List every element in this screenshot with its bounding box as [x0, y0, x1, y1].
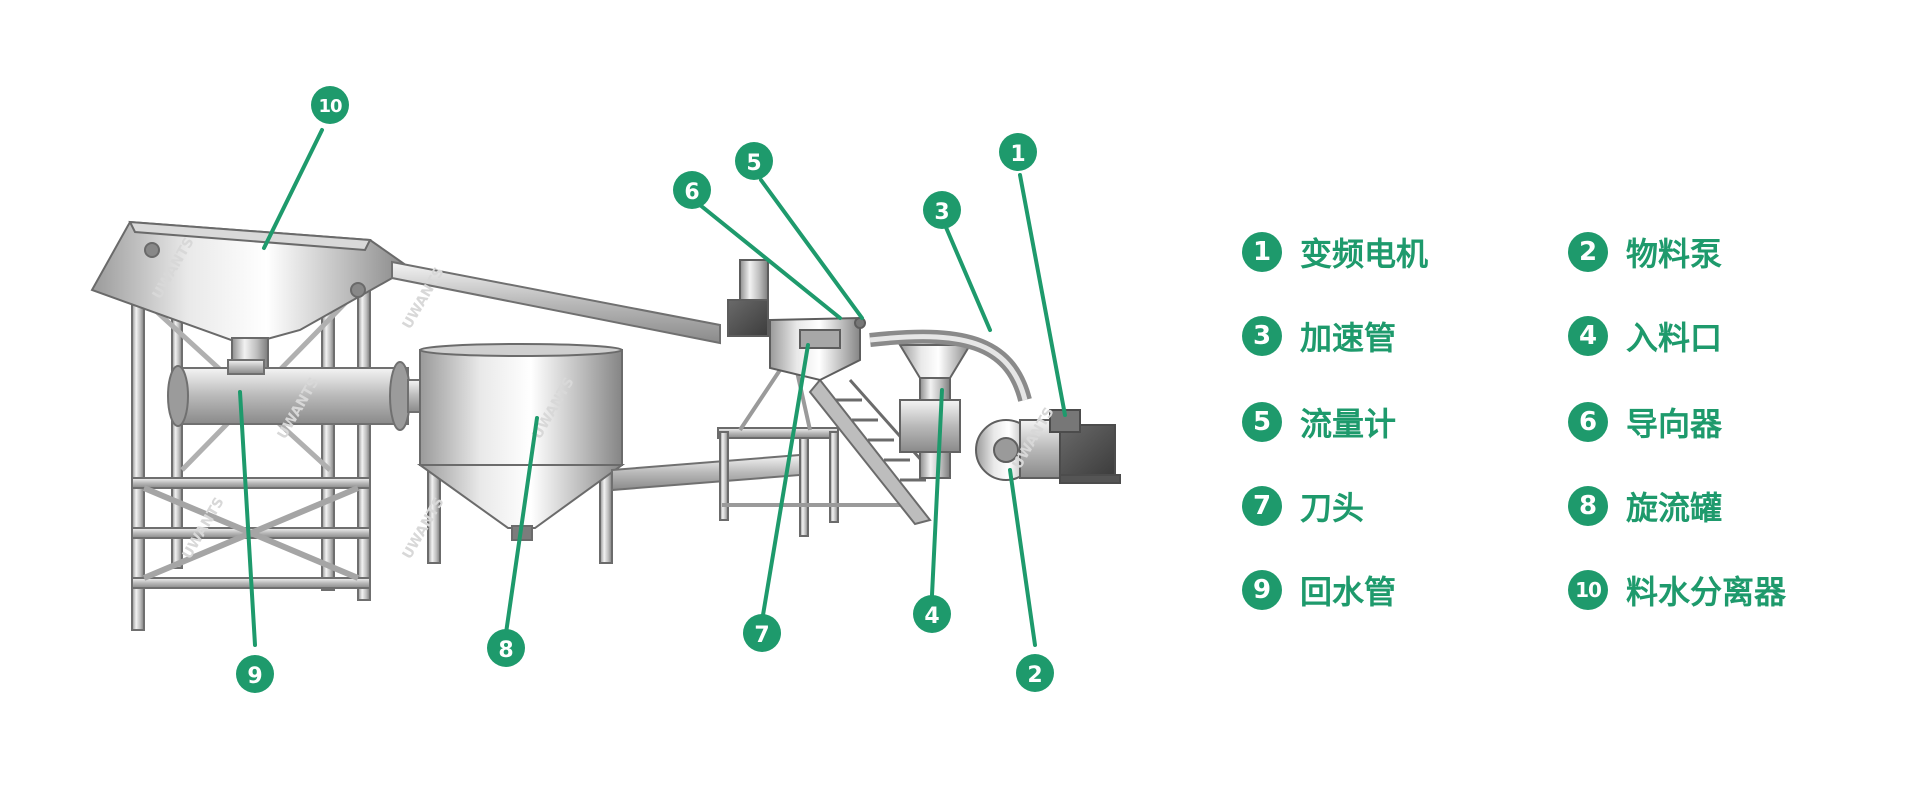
- legend-label: 料水分离器: [1626, 573, 1787, 611]
- callout-4: 4: [913, 595, 951, 633]
- vfd-motor: [1049, 409, 1121, 484]
- svg-text:8: 8: [498, 638, 513, 663]
- svg-text:6: 6: [684, 180, 699, 205]
- legend-item: 1 变频电机: [1242, 230, 1428, 274]
- callout-badges: 10 9 8 7 6 5 4 3 2 1: [236, 86, 1054, 693]
- callout-2: 2: [1016, 654, 1054, 692]
- leader-8: [503, 416, 539, 642]
- inlet-funnel: [898, 344, 972, 479]
- legend-label: 物料泵: [1626, 235, 1723, 273]
- legend-item: 9 回水管: [1242, 568, 1396, 612]
- svg-text:4: 4: [924, 604, 939, 629]
- callout-8: 8: [487, 629, 525, 667]
- callout-9: 9: [236, 655, 274, 693]
- legend-badge: 8: [1568, 486, 1608, 526]
- svg-text:3: 3: [934, 200, 949, 225]
- feed-pipe: [611, 453, 801, 492]
- leader-2: [1008, 468, 1037, 647]
- legend-label: 旋流罐: [1626, 489, 1723, 527]
- leader-10: [262, 128, 324, 250]
- callout-10: 10: [311, 86, 349, 124]
- legend-label: 加速管: [1300, 319, 1397, 357]
- legend-badge: 2: [1568, 232, 1608, 272]
- legend-item: 8 旋流罐: [1568, 484, 1722, 528]
- legend-badge: 1: [1242, 232, 1282, 272]
- legend-label: 入料口: [1626, 319, 1723, 357]
- legend-label: 刀头: [1300, 489, 1365, 527]
- svg-text:9: 9: [247, 664, 262, 689]
- legend-item: 7 刀头: [1242, 484, 1364, 528]
- legend-badge: 10: [1568, 570, 1608, 610]
- legend-badge: 3: [1242, 316, 1282, 356]
- legend-item: 10 料水分离器: [1568, 568, 1786, 612]
- legend-badge: 4: [1568, 316, 1608, 356]
- legend-item: 2 物料泵: [1568, 230, 1722, 274]
- legend-label: 流量计: [1300, 405, 1397, 443]
- leader-3: [943, 223, 992, 332]
- callout-5: 5: [735, 142, 773, 180]
- svg-text:5: 5: [746, 151, 761, 176]
- svg-text:1: 1: [1010, 142, 1025, 167]
- leader-4: [930, 388, 944, 597]
- legend-label: 回水管: [1300, 573, 1397, 611]
- callout-6: 6: [673, 171, 711, 209]
- legend-item: 4 入料口: [1568, 314, 1722, 358]
- legend-item: 6 导向器: [1568, 400, 1722, 444]
- legend-badge: 5: [1242, 402, 1282, 442]
- callout-1: 1: [999, 133, 1037, 171]
- leader-1: [1018, 173, 1067, 417]
- callout-7: 7: [743, 614, 781, 652]
- cyclone-tank: [416, 343, 626, 564]
- svg-text:7: 7: [754, 623, 769, 648]
- discharge-pipe: [391, 260, 721, 345]
- cutter-head-assembly: [727, 259, 866, 382]
- leader-7: [761, 343, 810, 617]
- legend-item: 3 加速管: [1242, 314, 1396, 358]
- callout-3: 3: [923, 191, 961, 229]
- leader-9: [238, 390, 257, 647]
- legend-label: 导向器: [1626, 405, 1723, 443]
- legend: 1 变频电机 2 物料泵 3 加速管 4 入料口 5 流量计 6 导向器 7 刀…: [1242, 222, 1862, 622]
- leader-6: [698, 203, 842, 320]
- svg-text:2: 2: [1027, 663, 1042, 688]
- legend-badge: 7: [1242, 486, 1282, 526]
- legend-item: 5 流量计: [1242, 400, 1396, 444]
- legend-badge: 6: [1568, 402, 1608, 442]
- legend-badge: 9: [1242, 570, 1282, 610]
- leader-5: [759, 178, 864, 320]
- leader-lines: [238, 128, 1067, 647]
- legend-label: 变频电机: [1300, 235, 1429, 273]
- svg-text:10: 10: [318, 96, 342, 117]
